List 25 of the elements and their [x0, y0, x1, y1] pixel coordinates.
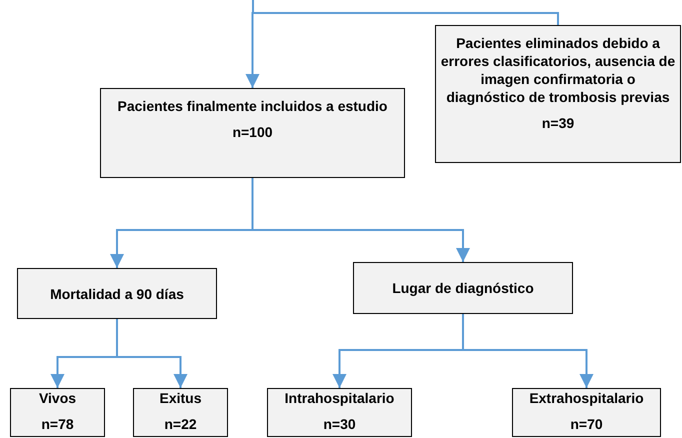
process-box	[435, 25, 681, 163]
arrow	[462, 314, 594, 388]
process-box	[353, 262, 573, 314]
box-title: Intrahospitalario	[284, 389, 394, 407]
process-box	[10, 388, 105, 437]
process-box	[512, 388, 661, 437]
process-box	[133, 388, 228, 437]
process-box	[267, 388, 412, 437]
count-label: n=30	[323, 415, 356, 433]
box-title: Vivos	[38, 389, 76, 407]
process-box	[100, 88, 405, 178]
count-label: n=78	[41, 415, 74, 433]
box-title: Lugar de diagnóstico	[392, 279, 534, 297]
box-title: Mortalidad a 90 días	[50, 284, 184, 302]
count-label: n=100	[232, 123, 273, 141]
box-title: Pacientes finalmente incluidos a estudio	[118, 97, 388, 115]
count-label: n=70	[570, 415, 603, 433]
count-label: n=39	[542, 114, 574, 132]
box-title: Pacientes eliminados debido a errores clasificatorios, ausencia de imagen confirmatoria o diagnóstico de trombosis previas	[440, 34, 676, 106]
box-title: Extrahospitalario	[529, 389, 644, 407]
process-box	[17, 268, 217, 319]
count-label: n=22	[164, 415, 197, 433]
box-title: Exitus	[159, 389, 202, 407]
arrow	[116, 319, 188, 388]
arrow	[252, 178, 470, 262]
